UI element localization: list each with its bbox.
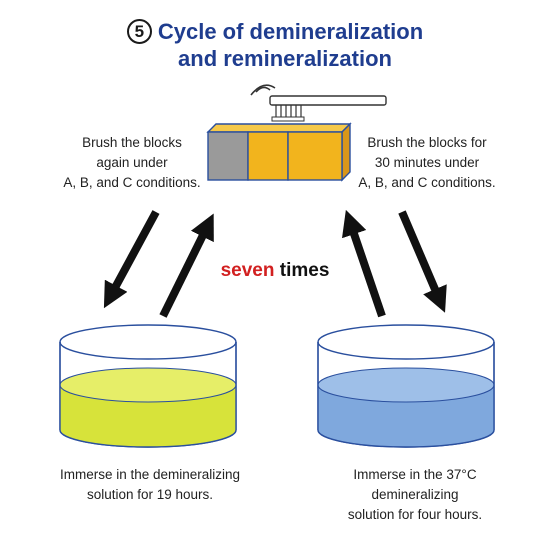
title-line-2: and remineralization xyxy=(178,46,392,71)
tooth-block-icon xyxy=(206,122,352,182)
label-line: again under xyxy=(96,155,168,170)
label-line: Immerse in the 37°C xyxy=(353,467,477,482)
cycle-count: seven times xyxy=(0,260,550,282)
arrow-blue-to-brush xyxy=(342,209,386,318)
label-line: 30 minutes under xyxy=(374,155,480,170)
arrow-icon xyxy=(103,209,447,318)
toothbrush-icon xyxy=(250,84,387,122)
cycle-count-number: seven xyxy=(220,260,275,281)
arrow-brush-to-green xyxy=(103,210,160,309)
step-number-badge: 5 xyxy=(126,19,152,44)
label-line: Immerse in the demineralizing xyxy=(59,467,241,482)
label-line: solution for 19 hours. xyxy=(86,487,214,502)
brush-30min-label: Brush the blocks for 30 minutes under A,… xyxy=(316,133,538,193)
beaker-icon xyxy=(317,324,495,448)
arrow-green-to-brush xyxy=(159,213,214,318)
label-line: A, B, and C conditions. xyxy=(358,175,496,190)
arrow-brush-to-blue xyxy=(398,210,447,313)
brush-again-label: Brush the blocks again under A, B, and C… xyxy=(22,133,242,193)
cycle-count-unit: times xyxy=(274,260,330,281)
label-line: demineralizing xyxy=(371,487,459,502)
label-line: Brush the blocks xyxy=(82,135,182,150)
label-line: Brush the blocks for xyxy=(367,135,487,150)
title-line-1: Cycle of demineralization xyxy=(157,19,424,44)
label-line: solution for four hours. xyxy=(347,507,483,522)
beaker-icon xyxy=(59,324,237,448)
demineralizing-19h-label: Immerse in the demineralizing solution f… xyxy=(10,465,290,505)
label-line: A, B, and C conditions. xyxy=(63,175,201,190)
demineralizing-37c-label: Immerse in the 37°C demineralizing solut… xyxy=(290,465,540,525)
